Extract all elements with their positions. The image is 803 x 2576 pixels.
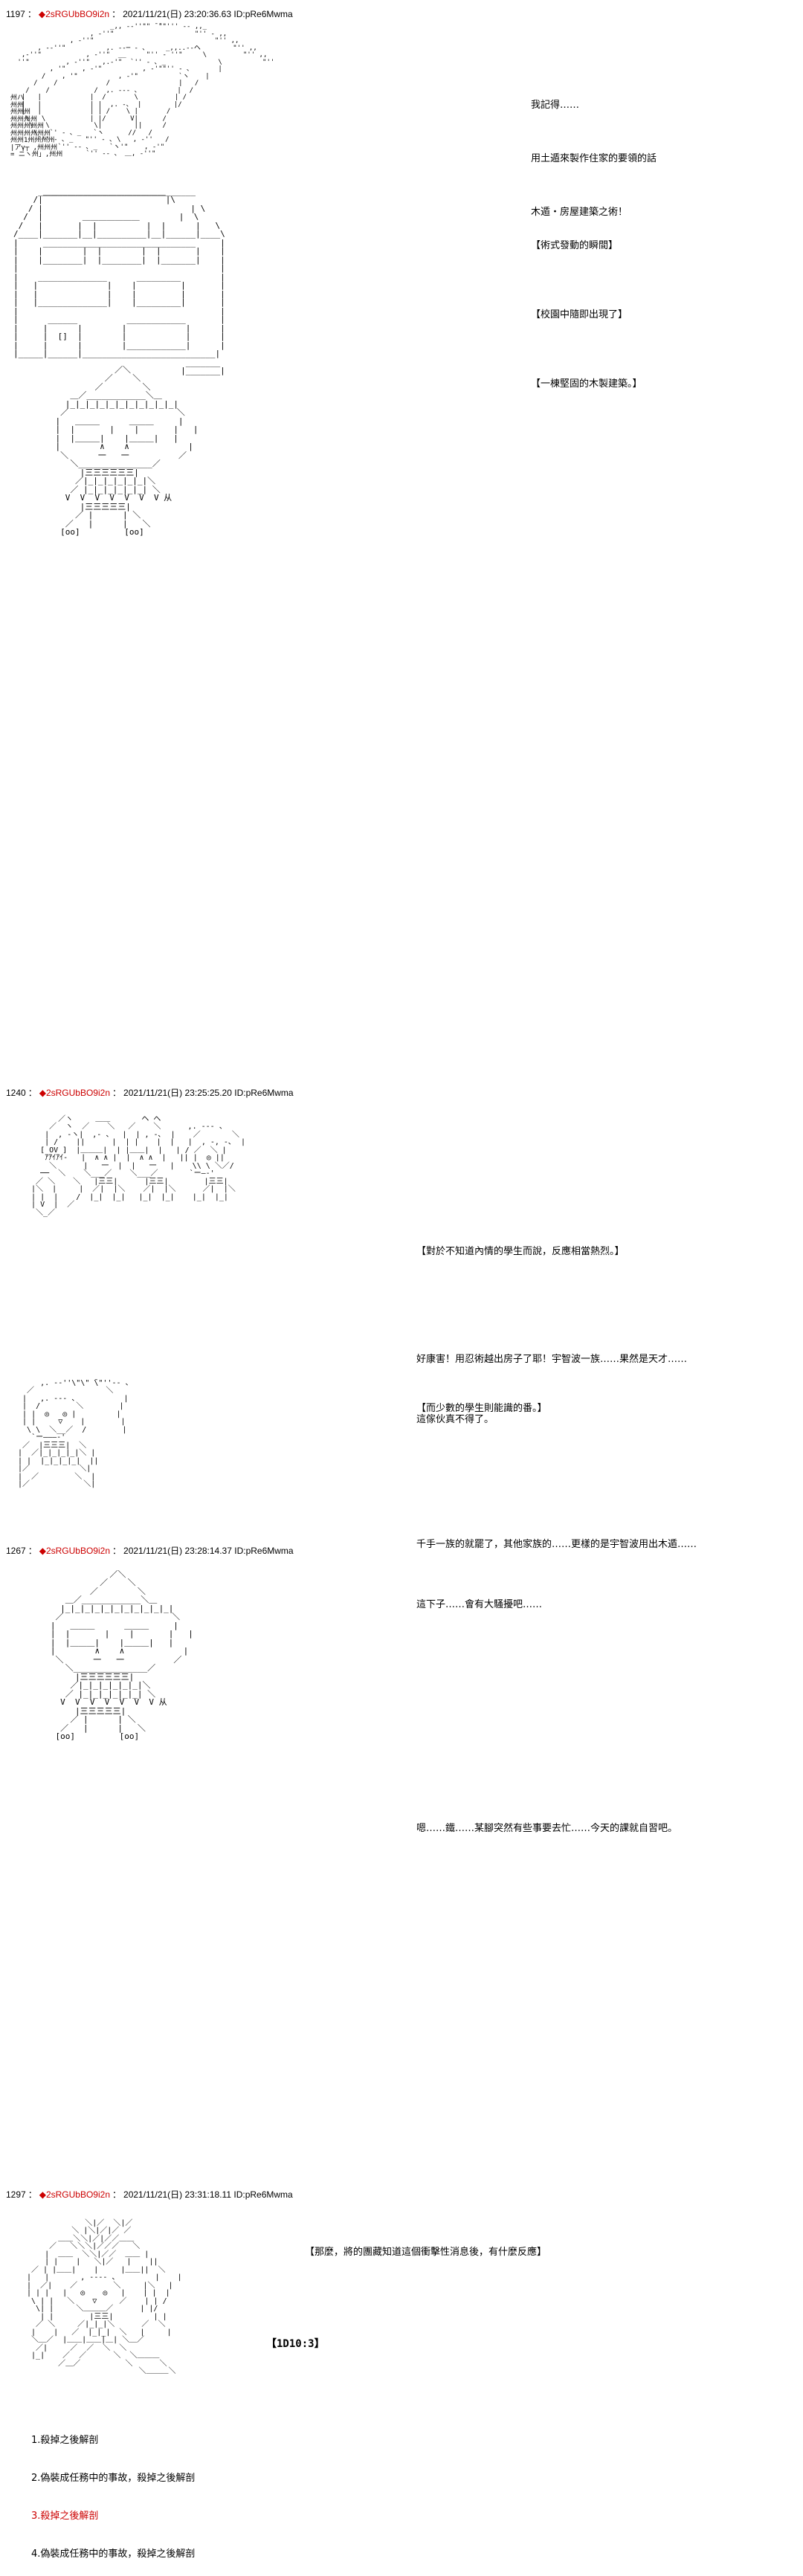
post-date: 2021/11/21(日) 23:31:18.11 [123,2189,232,2200]
dialogue-line: 【對於不知道內情的學生而說，反應相當熱烈。】 [416,1246,625,1257]
dialogue-block-4: 【而少數的學生則能識的番。】 千手一族的就罷了，其他家族的……更樣的是宇智波用出… [416,1358,697,1655]
post-sep: ： [28,2189,37,2200]
diamond-icon: ◆ [38,9,46,19]
post-sep: ： [112,1088,122,1098]
dice-option: 4.偽裝成任務中的事故，殺掉之後解剖 [31,2548,196,2560]
dialogue-block-5: 嗯……鐵……某腳突然有些事要去忙……今天的課就自習吧。 [416,1784,677,1873]
dialogue-line: 千手一族的就罷了，其他家族的……更樣的是宇智波用出木遁…… [416,1539,697,1550]
dialogue-block-3: 【對於不知道內情的學生而說，反應相當熱烈。】 好康害！用忍術越出房子了耶！宇智波… [416,1201,687,1470]
dialogue-line: 這傢伙真不得了。 [416,1414,494,1425]
dialogue-line: 【術式發動的瞬間】 [531,240,619,251]
post-tripcode[interactable]: 2sRGUbBO9i2n [45,1546,110,1556]
post-sep: ： [28,1546,37,1556]
post-userid: ID:pRe6Mwma [234,1088,294,1098]
dialogue-line [416,1302,687,1309]
post-date: 2021/11/21(日) 23:28:14.37 [123,1546,232,1556]
aa-art-character-final: ＼|／ ＼|／ ＼ |＼|／|／ ／ ＿＿＼＼|／|／／＿＿ ／ ＼＼＼|／／／… [27,2218,182,2375]
post-header-1297: 1297：◆2sRGUbBO9i2n：2021/11/21(日) 23:31:1… [6,2189,293,2200]
dialogue-line: 嗯……鐵……某腳突然有些事要去忙……今天的課就自習吧。 [416,1823,678,1834]
post-resno: 1240 [6,1088,26,1098]
dialogue-line: 【一棟堅固的木製建築。】 [531,378,642,390]
dialogue-line: 木遁・房屋建築之術！ [531,207,628,218]
dialogue-block-1: 我記得…… 用土遁來製作住家的要領的話 木遁・房屋建築之術！ [531,61,657,257]
post-userid: ID:pRe6Mwma [234,1546,294,1556]
aa-art-crowd-small: ,. -‐''\"\" ̄\"''‐- 、 ／ ＼ | ,. -‐- 、 | |… [18,1378,133,1488]
dice-option-list: 1.殺掉之後解剖 2.偽裝成任務中的事故，殺掉之後解剖 3.殺掉之後解剖 4.偽… [31,2409,196,2576]
post-date: 2021/11/21(日) 23:25:25.20 [123,1088,232,1098]
dialogue-block-6: 【那麼，將的團藏知道這個衝擊性消息後，有什麼反應】 [305,2208,546,2297]
aa-art-house-construct: _,, -‐''"" ̄ ̄""''' ‐- ,,_ , -''" "'' - … [17,23,275,158]
post-sep: ： [112,2189,122,2200]
dice-option: 1.殺掉之後解剖 [31,2435,99,2446]
post-tripcode[interactable]: 2sRGUbBO9i2n [45,2189,110,2200]
post-resno: 1297 [6,2189,26,2200]
dialogue-line: 【那麼，將的團藏知道這個衝擊性消息後，有什麼反應】 [305,2247,547,2258]
aa-art-crowd-reaction: ／ヽ ＿＿ ヘ へ ／ ヽ ／ ＼ ／ ＼ ,. -‐- 、 | , -ヽ| ,… [31,1114,246,1217]
dice-option: 2.偽裝成任務中的事故，殺掉之後解剖 [31,2473,196,2484]
dialogue-block-2: 【術式發動的瞬間】 【校園中隨即出現了】 【一棟堅固的木製建築。】 [531,188,642,442]
post-header-1197: 1197：◆2sRGUbBO9i2n：2021/11/21(日) 23:20:3… [6,9,293,19]
dice-option-selected: 3.殺掉之後解剖 [31,2511,99,2522]
dialogue-line: 好康害！用忍術越出房子了耶！宇智波一族……果然是天才…… [416,1354,688,1365]
post-resno: 1267 [6,1546,26,1556]
aa-art-character-boy: ／＼ ／ ＼ ／ ＼ ＿／____________＼＿ |_|_|_|_|_|_… [55,364,199,537]
diamond-icon: ◆ [39,1088,46,1098]
dialogue-line: 用土遁來製作住家的要領的話 [531,153,657,164]
post-resno: 1197 [6,9,25,19]
aa-art-roof-left: 州ハ 州州 州州州 州州州州 州州州州州 州州州州州州 州州1州州州州 |アγ┬… [10,94,63,158]
post-sep: ： [28,1088,37,1098]
dialogue-line [416,1459,697,1494]
post-header-1240: 1240：◆2sRGUbBO9i2n：2021/11/21(日) 23:25:2… [6,1088,294,1098]
diamond-icon: ◆ [39,1546,46,1556]
post-sep: ： [112,1546,122,1556]
aa-art-character-boy-2: ／＼ ／ ＼ ／ ＼ ＿／____________＼＿ |_|_|_|_|_|_… [50,1569,193,1741]
post-userid: ID:pRe6Mwma [233,9,293,19]
post-header-1267: 1267：◆2sRGUbBO9i2n：2021/11/21(日) 23:28:1… [6,1546,294,1556]
aa-art-finished-house: ________________________________ /|￣￣￣￣￣… [13,186,225,375]
post-tripcode[interactable]: 2sRGUbBO9i2n [45,9,110,19]
dice-roll-result: 【1D10:3】 [266,2338,325,2350]
post-sep: ： [27,9,36,19]
dialogue-line: 這下子……會有大騷擾吧…… [416,1599,543,1610]
dialogue-line: 【而少數的學生則能識的番。】 [416,1403,547,1414]
diamond-icon: ◆ [39,2189,46,2200]
dialogue-line: 【校園中隨即出現了】 [531,309,628,320]
post-date: 2021/11/21(日) 23:20:36.63 [123,9,232,19]
post-userid: ID:pRe6Mwma [233,2189,293,2200]
post-sep: ： [112,9,121,19]
post-tripcode[interactable]: 2sRGUbBO9i2n [45,1088,110,1098]
dialogue-line: 我記得…… [531,100,580,111]
